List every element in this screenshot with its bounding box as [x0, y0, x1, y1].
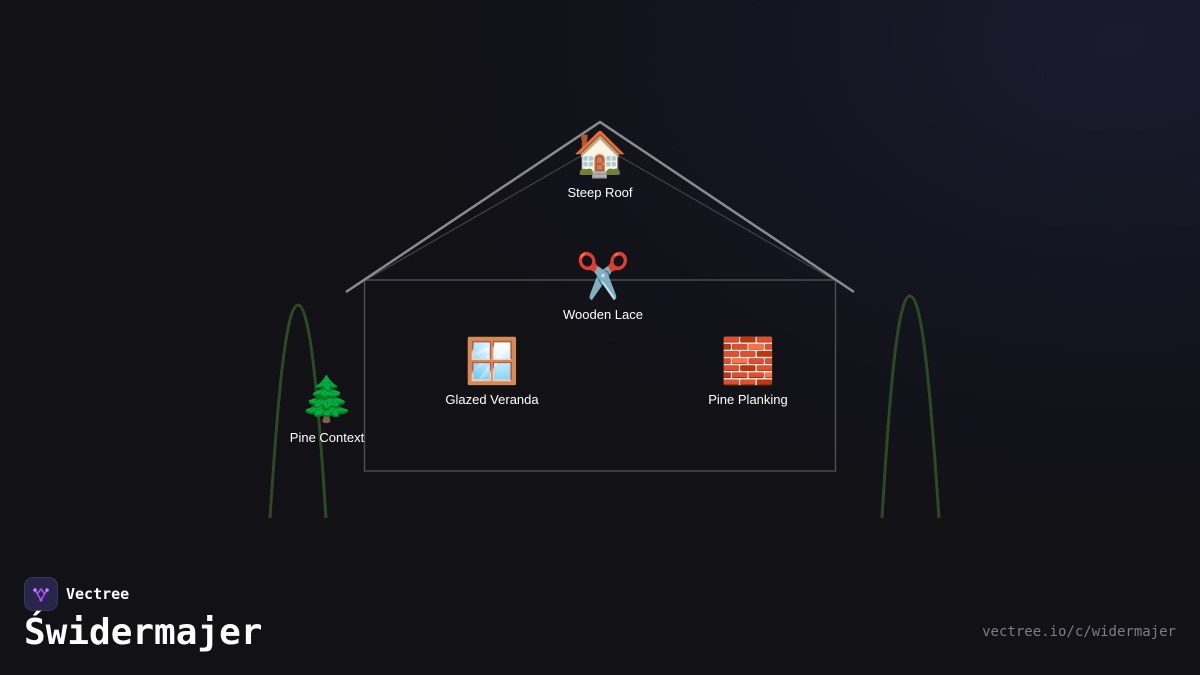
node-steep-roof: 🏠 Steep Roof — [520, 130, 680, 201]
scissors-icon: ✂️ — [575, 252, 631, 301]
right-tree-outline — [880, 294, 941, 519]
left-tree-outline — [268, 303, 328, 519]
evergreen-tree-icon: 🌲 — [299, 375, 355, 424]
node-label: Wooden Lace — [563, 307, 643, 322]
node-pine-planking: 🧱 Pine Planking — [668, 337, 828, 408]
node-pine-context: 🌲 Pine Context — [247, 375, 407, 446]
brand-name: Vectree — [66, 585, 130, 603]
node-label: Steep Roof — [567, 185, 633, 200]
node-glazed-veranda: 🪟 Glazed Veranda — [412, 337, 572, 408]
node-label: Pine Context — [289, 430, 365, 445]
house-wall-outline — [363, 279, 837, 472]
source-url[interactable]: vectree.io/c/widermajer — [982, 624, 1176, 640]
brand: Vectree — [24, 577, 129, 611]
node-label: Glazed Veranda — [445, 392, 539, 407]
brick-icon: 🧱 — [720, 337, 776, 386]
page-title: Świdermajer — [24, 612, 263, 653]
window-icon: 🪟 — [464, 337, 520, 386]
house-icon: 🏠 — [572, 130, 628, 179]
node-label: Pine Planking — [708, 392, 788, 407]
roof-inner-line — [363, 144, 837, 282]
node-wooden-lace: ✂️ Wooden Lace — [523, 252, 683, 323]
roof-outline — [345, 120, 855, 294]
vectree-logo-icon — [24, 577, 58, 611]
